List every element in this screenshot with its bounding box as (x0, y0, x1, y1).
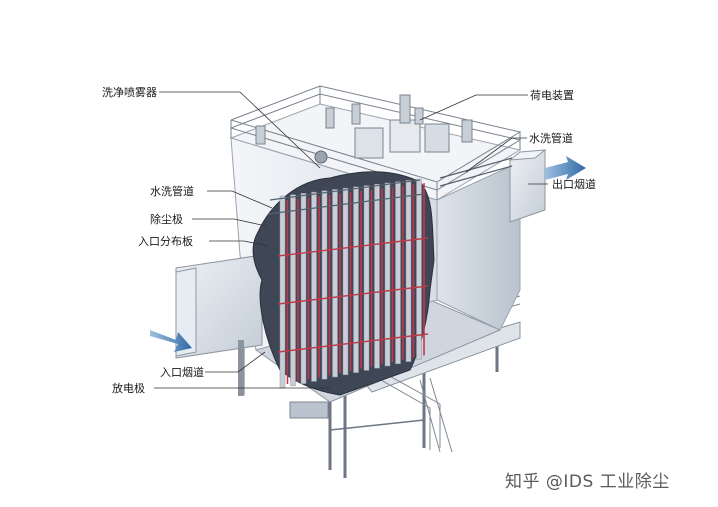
collector-plates (277, 178, 429, 389)
label-inlet-duct: 入口烟道 (160, 365, 204, 379)
outlet-duct (509, 149, 546, 223)
collector-plate (395, 181, 401, 365)
label-charging-device: 荷电装置 (530, 89, 574, 102)
charging-device (255, 94, 473, 164)
outlet-duct-face (508, 149, 547, 161)
label-outlet-duct: 出口烟道 (552, 177, 596, 191)
collector-plate (416, 178, 422, 360)
label-collector-electrode: 除尘极 (150, 212, 183, 226)
collector-plate (300, 193, 307, 384)
electrode-frame-bar (277, 285, 429, 305)
electrode-frame-bar (277, 237, 429, 257)
watermark: 知乎 @IDS 工业除尘 (505, 472, 670, 492)
collector-plate (311, 191, 317, 382)
roof-railing (230, 85, 522, 200)
inlet-flow-arrow (150, 330, 192, 352)
collector-plate (353, 186, 359, 373)
electrode-frame-bar (277, 333, 429, 353)
housing-right (436, 161, 521, 331)
label-discharge-electrode: 放电极 (112, 381, 145, 395)
leader-lines (154, 91, 548, 389)
collector-plate (363, 185, 370, 371)
inlet-duct-opening (175, 267, 197, 357)
wash-pipe-header (267, 157, 513, 215)
outlet-flow-arrow (545, 156, 586, 180)
hopper-outlet (289, 401, 329, 419)
inlet-duct-leg (238, 340, 244, 396)
collector-plate (332, 189, 338, 378)
collector-plate (290, 194, 296, 387)
collector-plate (384, 182, 391, 367)
collector-plate (321, 190, 328, 380)
label-spray-nozzle: 洗净喷雾器 (102, 85, 157, 99)
label-inlet-distributor: 入口分布板 (138, 234, 193, 248)
label-wash-pipe-left: 水洗管道 (150, 184, 194, 198)
collector-plate (342, 187, 349, 376)
collector-plate (279, 195, 286, 389)
collector-plate (374, 184, 380, 369)
collector-plate (405, 180, 412, 362)
label-wash-pipe-right: 水洗管道 (529, 131, 573, 145)
